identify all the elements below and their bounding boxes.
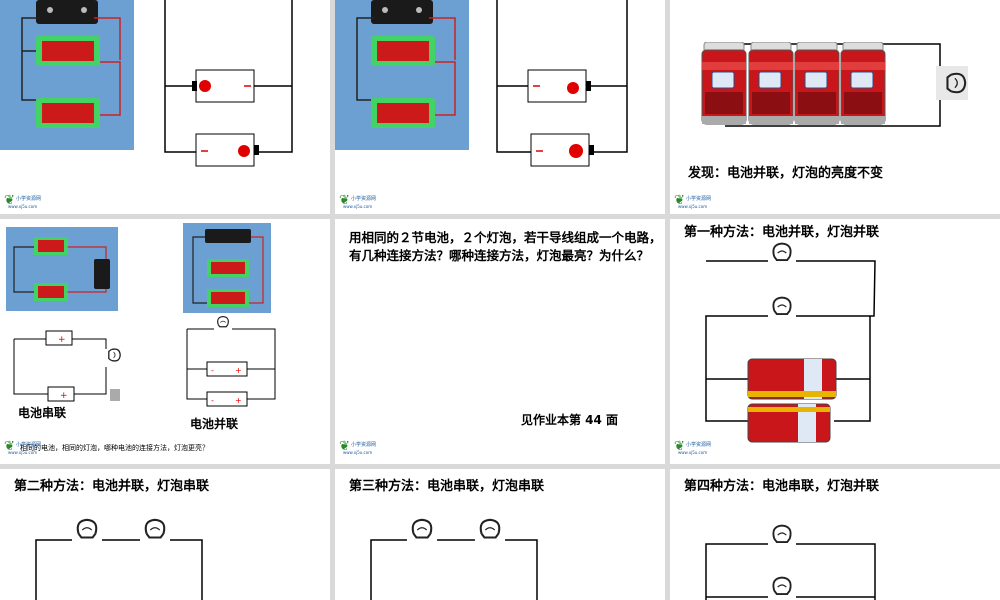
slide-thumbnail-5[interactable]: 用相同的２节电池，２个灯泡，若干导线组成一个电路，有几种连接方法？哪种连接方法，…	[335, 219, 665, 464]
method-title: 第四种方法：电池串联，灯泡并联	[684, 479, 880, 494]
question-text: 相同的电池，相同的灯泡，哪种电池的连接方法，灯泡更亮？	[20, 444, 209, 452]
method-title: 第三种方法：电池串联，灯泡串联	[349, 479, 545, 494]
svg-text:+: +	[58, 335, 66, 345]
label-series: 电池串联	[18, 406, 67, 420]
parallel-photo	[183, 223, 271, 313]
svg-text:+: +	[60, 391, 68, 401]
circuit-photo	[335, 0, 469, 150]
slide-thumbnail-8[interactable]: 第三种方法：电池串联，灯泡串联	[335, 469, 665, 600]
method-title: 第一种方法：电池并联，灯泡并联	[684, 225, 880, 240]
slide-thumbnail-7[interactable]: 第二种方法：电池并联，灯泡串联	[0, 469, 330, 600]
series-photo	[6, 227, 118, 311]
svg-text:-: -	[211, 366, 214, 375]
circuit-photo	[0, 0, 134, 150]
method-title: 第二种方法：电池并联，灯泡串联	[14, 479, 210, 494]
svg-text:+: +	[235, 366, 242, 375]
svg-text:-: -	[211, 396, 214, 405]
slide-thumbnail-4[interactable]: + + - + - + 电池串联 电池并联 相同的电池，相同的灯泡，哪种电池的连接方…	[0, 219, 330, 464]
finding-caption: 发现：电池并联，灯泡的亮度不变	[688, 166, 884, 181]
slide-thumbnail-9[interactable]: 第四种方法：电池串联，灯泡并联	[670, 469, 1000, 600]
svg-text:+: +	[235, 396, 242, 405]
switch-block	[36, 0, 98, 24]
task-question: 用相同的２节电池，２个灯泡，若干导线组成一个电路，有几种连接方法？哪种连接方法，…	[349, 230, 662, 263]
homework-note: 见作业本第 44 面	[521, 413, 619, 427]
battery-1	[747, 358, 837, 400]
battery-2	[747, 403, 831, 443]
label-parallel: 电池并联	[190, 417, 239, 431]
